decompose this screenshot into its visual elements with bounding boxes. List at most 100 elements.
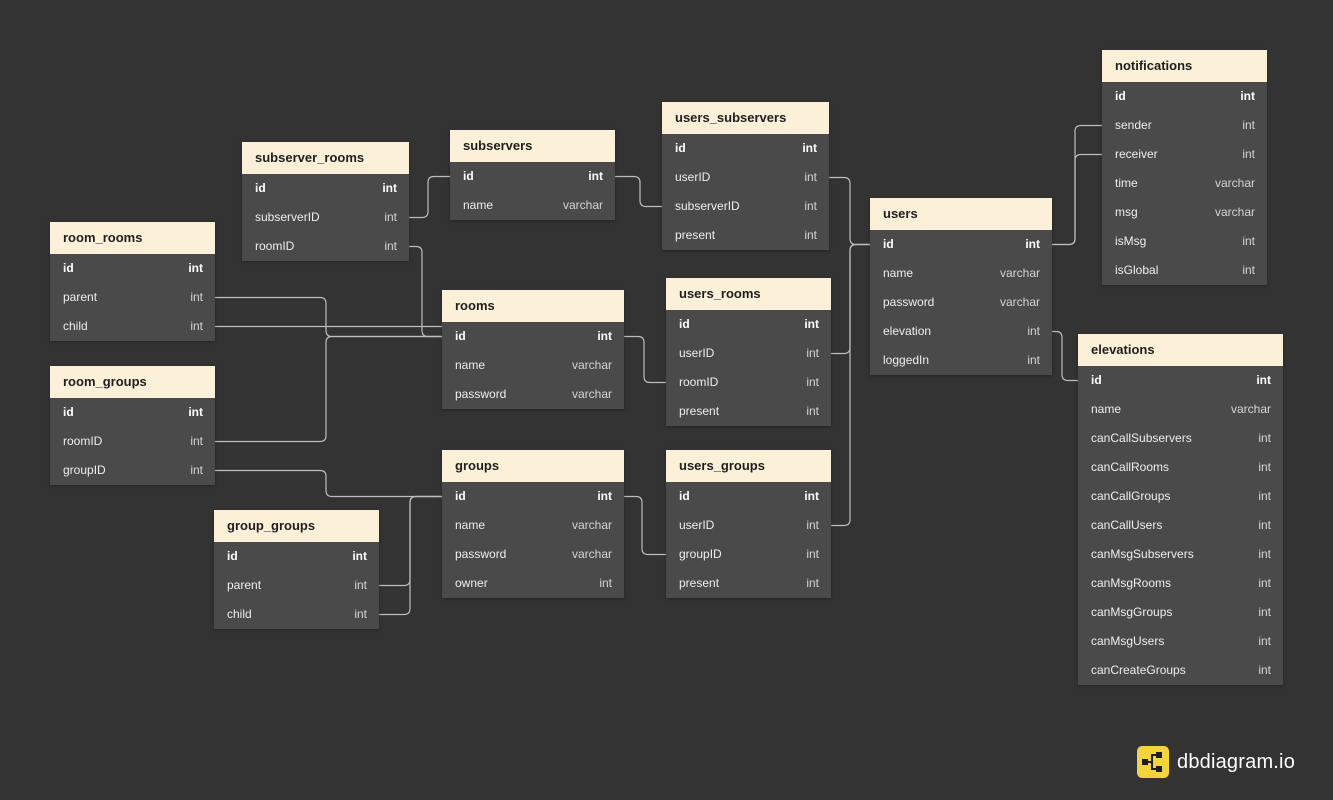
- table-header[interactable]: notifications: [1102, 50, 1267, 82]
- table-header[interactable]: rooms: [442, 290, 624, 322]
- relationship-line[interactable]: [1052, 330, 1078, 382]
- relationship-line[interactable]: [215, 335, 442, 443]
- table-header[interactable]: groups: [442, 450, 624, 482]
- dbdiagram-logo[interactable]: dbdiagram.io: [1137, 745, 1295, 779]
- relationship-line[interactable]: [1052, 153, 1102, 246]
- table-header[interactable]: elevations: [1078, 334, 1283, 366]
- relationship-line[interactable]: [829, 176, 870, 246]
- relationship-line[interactable]: [379, 495, 442, 587]
- table-header[interactable]: users_groups: [666, 450, 831, 482]
- table-header[interactable]: room_rooms: [50, 222, 215, 254]
- relationship-line[interactable]: [624, 495, 666, 556]
- relationship-line[interactable]: [409, 245, 442, 338]
- relationship-line[interactable]: [215, 296, 442, 338]
- relationship-line[interactable]: [1052, 124, 1102, 246]
- relationship-line[interactable]: [615, 175, 662, 208]
- table-header[interactable]: room_groups: [50, 366, 215, 398]
- relationship-line[interactable]: [215, 469, 442, 498]
- relationship-line[interactable]: [409, 175, 450, 219]
- table-header[interactable]: users_rooms: [666, 278, 831, 310]
- table-header[interactable]: users: [870, 198, 1052, 230]
- table-header[interactable]: group_groups: [214, 510, 379, 542]
- relationship-line[interactable]: [624, 335, 666, 384]
- relationship-line[interactable]: [831, 243, 870, 355]
- relationship-line[interactable]: [379, 495, 442, 616]
- table-header[interactable]: users_subservers: [662, 102, 829, 134]
- table-header[interactable]: subservers: [450, 130, 615, 162]
- table-header[interactable]: subserver_rooms: [242, 142, 409, 174]
- relationship-line[interactable]: [831, 243, 870, 527]
